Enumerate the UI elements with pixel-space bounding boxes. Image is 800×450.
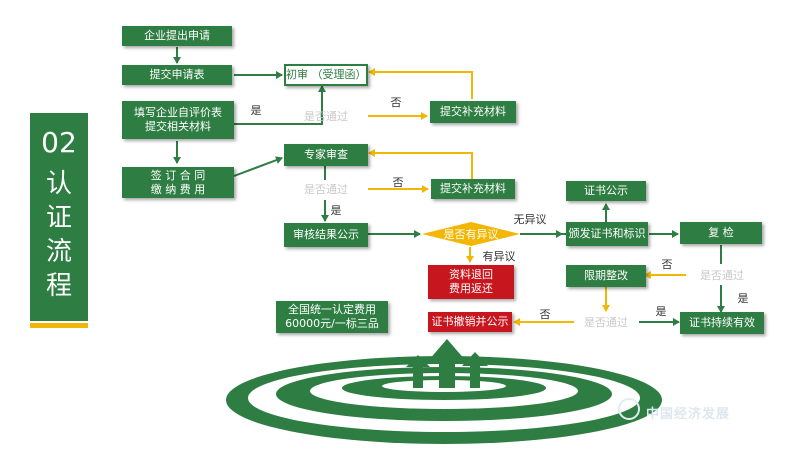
node-supplement-1: 提交补充材料	[430, 101, 516, 123]
label-has-objection: 有异议	[482, 250, 516, 263]
section-title-panel: 02 认证流程	[30, 113, 88, 321]
title-accent-bar	[30, 323, 88, 328]
node-cert-publicity: 证书公示	[566, 181, 646, 201]
node-cert-revoke: 证书撤销并公示	[428, 312, 512, 332]
label-no-3: 否	[661, 258, 673, 271]
target-rings-graphic	[226, 356, 662, 444]
arrow-supplement1-to-initial	[368, 68, 473, 99]
label-yes-2: 是	[330, 204, 342, 217]
node-cert-valid: 证书持续有效	[680, 312, 764, 334]
section-title: 认证流程	[45, 169, 72, 301]
decision-pass-2: 是否通过	[304, 183, 348, 196]
objection-label: 是否有异议	[443, 228, 499, 241]
label-no-4: 否	[539, 308, 551, 321]
node-result-publicity: 审核结果公示	[284, 223, 368, 247]
label-no-1: 否	[390, 96, 402, 109]
label-yes-3: 是	[737, 292, 749, 305]
label-yes-1: 是	[250, 104, 262, 117]
node-refund: 资料退回 费用返还	[428, 265, 514, 299]
node-initial-review: 初审 （受理函）	[284, 64, 368, 86]
node-sign-contract: 签 订 合 同 缴 纳 费 用	[122, 167, 234, 198]
decision-pass-4: 是否通过	[584, 316, 628, 329]
arrow-supplement2-to-expert	[368, 149, 473, 180]
label-no-objection: 无异议	[513, 213, 547, 226]
node-supplement-2: 提交补充材料	[431, 179, 515, 199]
section-number: 02	[41, 126, 77, 159]
node-expert-review: 专家审查	[284, 144, 368, 166]
watermark-text: 中国经济发展	[646, 407, 731, 422]
decision-pass-1: 是否通过	[304, 110, 348, 123]
node-submit-form: 提交申请表	[122, 65, 232, 85]
decision-pass-3: 是否通过	[700, 269, 744, 282]
label-yes-4: 是	[655, 305, 667, 318]
node-fee: 全国统一认定费用 60000元/一标三品	[276, 301, 388, 333]
node-self-evaluation: 填写企业自评价表 提交相关材料	[122, 101, 234, 139]
node-apply: 企业提出申请	[122, 26, 232, 46]
arrow-contract-to-expert	[233, 156, 283, 177]
node-recheck: 复 检	[680, 222, 762, 244]
label-no-2: 否	[392, 176, 404, 189]
node-rectify: 限期整改	[566, 265, 646, 287]
node-issue-cert: 颁发证书和标识	[566, 222, 648, 246]
watermark-logo-icon	[618, 398, 640, 420]
rising-arrows-graphic	[406, 339, 488, 388]
